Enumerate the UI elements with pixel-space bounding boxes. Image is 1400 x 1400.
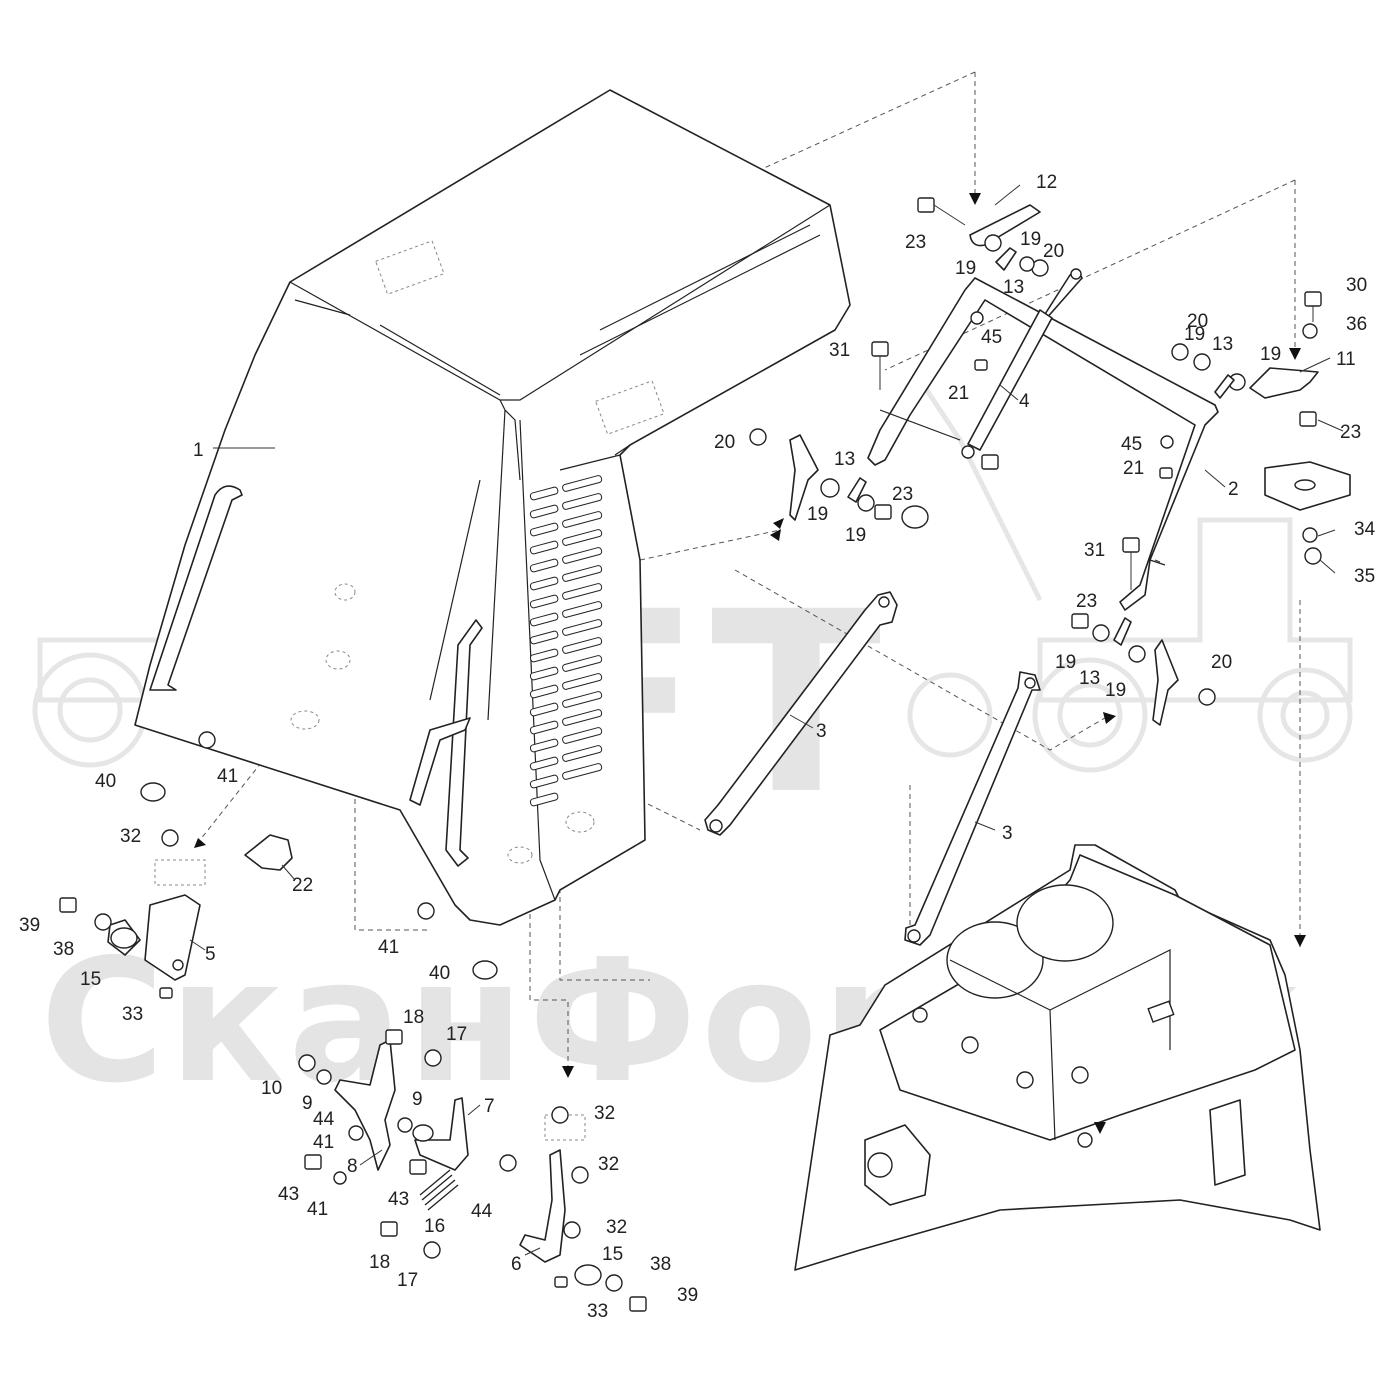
callouts: 1 2 3 3 4 5 6 7 8 9 9 10 11 12 13 13 13 … (19, 172, 1376, 1322)
callout-41: 41 (378, 937, 399, 958)
callout-10: 10 (261, 1078, 282, 1099)
callout-39: 39 (677, 1285, 698, 1306)
callout-21: 21 (948, 383, 969, 404)
hood-handle-front (445, 619, 483, 867)
tractor-housing (794, 844, 1321, 1271)
callout-19: 19 (1260, 344, 1281, 365)
callout-45: 45 (981, 327, 1002, 348)
hood (134, 89, 851, 926)
callout-5: 5 (205, 944, 216, 965)
hood-latch (409, 717, 471, 806)
callout-40: 40 (95, 771, 116, 792)
callout-18: 18 (369, 1252, 390, 1273)
callout-41: 41 (313, 1132, 334, 1153)
callout-23: 23 (1340, 422, 1361, 443)
callout-19: 19 (1184, 324, 1205, 345)
watermark-tractor-right (907, 378, 1353, 773)
callout-31: 31 (1084, 540, 1105, 561)
bracket-12 (969, 204, 1041, 247)
callout-33: 33 (587, 1301, 608, 1322)
callout-15: 15 (602, 1244, 623, 1265)
callout-19: 19 (955, 258, 976, 279)
callout-32: 32 (598, 1154, 619, 1175)
hood-arm-right (904, 671, 1041, 946)
catch-22 (244, 834, 293, 871)
callout-45: 45 (1121, 434, 1142, 455)
callout-13: 13 (1212, 334, 1233, 355)
hood-vent-grille (529, 475, 603, 807)
callout-23: 23 (892, 484, 913, 505)
callout-23: 23 (1076, 591, 1097, 612)
callout-19: 19 (807, 504, 828, 525)
bracket-7 (414, 1097, 469, 1171)
callout-7: 7 (484, 1096, 495, 1117)
callout-30: 30 (1346, 275, 1367, 296)
callout-32: 32 (594, 1103, 615, 1124)
callout-38: 38 (53, 939, 74, 960)
callout-21: 21 (1123, 458, 1144, 479)
callout-41: 41 (307, 1199, 328, 1220)
callout-17: 17 (397, 1270, 418, 1291)
callout-19: 19 (1055, 652, 1076, 673)
callout-20: 20 (1211, 652, 1232, 673)
callout-40: 40 (429, 963, 450, 984)
callout-19: 19 (845, 525, 866, 546)
callout-2: 2 (1228, 479, 1239, 500)
callout-20: 20 (714, 432, 735, 453)
callout-41: 41 (217, 766, 238, 787)
hood-fastener-mid (595, 380, 665, 435)
spring-16 (419, 1169, 459, 1211)
callout-33: 33 (122, 1004, 143, 1025)
callout-1: 1 (193, 440, 204, 461)
callout-39: 39 (19, 915, 40, 936)
callout-17: 17 (446, 1024, 467, 1045)
bracket-6 (519, 1114, 586, 1263)
hinge-frame (867, 277, 1219, 611)
callout-43: 43 (388, 1189, 409, 1210)
callout-31: 31 (829, 340, 850, 361)
callout-23: 23 (905, 232, 926, 253)
callout-20: 20 (1043, 241, 1064, 262)
callout-35: 35 (1354, 566, 1375, 587)
callout-13: 13 (1079, 668, 1100, 689)
callout-16: 16 (424, 1216, 445, 1237)
callout-13: 13 (834, 449, 855, 470)
latch-plate-right (1152, 639, 1179, 726)
callout-44: 44 (471, 1201, 493, 1222)
callout-8: 8 (347, 1156, 358, 1177)
callout-44: 44 (313, 1109, 335, 1130)
assembly-arrows (194, 193, 1306, 1134)
callout-15: 15 (80, 969, 101, 990)
callout-11: 11 (1336, 349, 1356, 370)
callout-19: 19 (1105, 680, 1126, 701)
callout-32: 32 (606, 1217, 627, 1238)
leader-lines (189, 184, 1344, 1256)
callout-4: 4 (1019, 391, 1030, 412)
callout-38: 38 (650, 1254, 671, 1275)
callout-32: 32 (120, 826, 141, 847)
callout-3: 3 (816, 721, 827, 742)
callout-12: 12 (1036, 172, 1057, 193)
callout-36: 36 (1346, 314, 1367, 335)
callout-20: 20 (1187, 311, 1208, 332)
callout-13: 13 (1003, 277, 1024, 298)
callout-9: 9 (302, 1093, 313, 1114)
gas-strut (961, 268, 1083, 459)
callout-22: 22 (292, 875, 313, 896)
hood-handle-left (149, 485, 243, 691)
callout-43: 43 (278, 1184, 299, 1205)
callout-34: 34 (1354, 519, 1376, 540)
callout-6: 6 (511, 1254, 522, 1275)
hood-arm-left (704, 591, 898, 836)
callout-18: 18 (403, 1007, 424, 1028)
callout-19: 19 (1020, 229, 1041, 250)
bracket-11 (1249, 367, 1351, 511)
callout-3: 3 (1002, 823, 1013, 844)
hood-fastener-top (375, 240, 445, 295)
hardware (59, 197, 1322, 1312)
callout-9: 9 (412, 1089, 423, 1110)
latch-plate-left (789, 434, 819, 521)
